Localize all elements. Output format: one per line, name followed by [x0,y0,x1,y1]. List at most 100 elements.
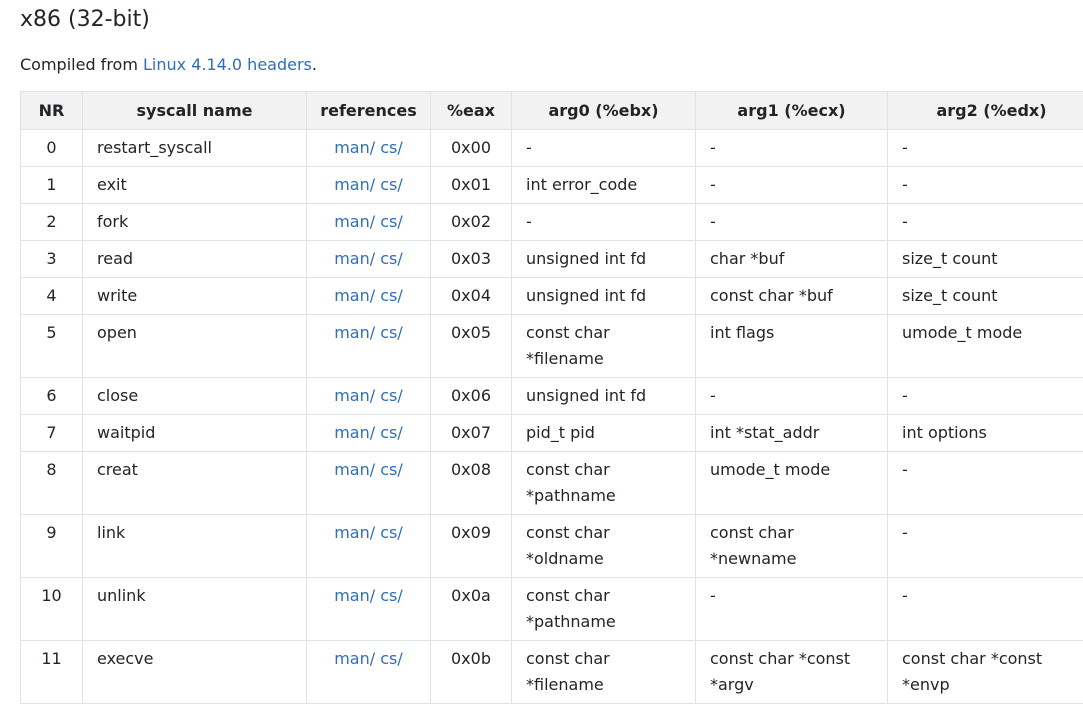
header-eax[interactable]: %eax [431,92,512,130]
cell-nr: 6 [21,378,83,415]
linux-headers-link[interactable]: Linux 4.14.0 headers [143,55,312,74]
cell-arg1: char *buf [696,241,888,278]
man-link[interactable]: man/ [334,212,375,231]
cell-syscall-name: restart_syscall [83,130,307,167]
table-header-row: NR syscall name references %eax arg0 (%e… [21,92,1083,130]
cs-link[interactable]: cs/ [380,249,403,268]
cell-arg1: int flags [696,315,888,378]
man-link[interactable]: man/ [334,649,375,668]
cs-link[interactable]: cs/ [380,523,403,542]
cell-arg2: - [888,578,1083,641]
cell-nr: 3 [21,241,83,278]
header-references[interactable]: references [307,92,431,130]
cell-references: man/ cs/ [307,167,431,204]
cell-references: man/ cs/ [307,241,431,278]
man-link[interactable]: man/ [334,323,375,342]
man-link[interactable]: man/ [334,138,375,157]
cell-syscall-name: waitpid [83,415,307,452]
man-link[interactable]: man/ [334,386,375,405]
cell-arg0: const char *filename [512,315,696,378]
cell-references: man/ cs/ [307,578,431,641]
cell-arg0: const char *pathname [512,452,696,515]
cell-syscall-name: read [83,241,307,278]
cell-arg2: - [888,452,1083,515]
man-link[interactable]: man/ [334,423,375,442]
cs-link[interactable]: cs/ [380,138,403,157]
cs-link[interactable]: cs/ [380,175,403,194]
cell-arg0: const char *pathname [512,578,696,641]
cell-references: man/ cs/ [307,641,431,704]
cell-nr: 5 [21,315,83,378]
cell-syscall-name: open [83,315,307,378]
header-arg1[interactable]: arg1 (%ecx) [696,92,888,130]
man-link[interactable]: man/ [334,249,375,268]
cell-nr: 7 [21,415,83,452]
cell-syscall-name: exit [83,167,307,204]
header-syscall-name[interactable]: syscall name [83,92,307,130]
cell-arg2: - [888,515,1083,578]
cell-eax: 0x00 [431,130,512,167]
cell-eax: 0x07 [431,415,512,452]
cell-syscall-name: fork [83,204,307,241]
syscall-table-container: NR syscall name references %eax arg0 (%e… [20,91,1083,704]
cs-link[interactable]: cs/ [380,586,403,605]
cell-arg0: unsigned int fd [512,378,696,415]
cell-eax: 0x09 [431,515,512,578]
man-link[interactable]: man/ [334,523,375,542]
cell-nr: 2 [21,204,83,241]
cell-references: man/ cs/ [307,315,431,378]
cell-arg1: const char *newname [696,515,888,578]
cell-syscall-name: creat [83,452,307,515]
intro-text: Compiled from Linux 4.14.0 headers. [20,53,317,77]
man-link[interactable]: man/ [334,175,375,194]
cell-arg2: - [888,378,1083,415]
cs-link[interactable]: cs/ [380,323,403,342]
cell-references: man/ cs/ [307,278,431,315]
cell-arg0: - [512,130,696,167]
cell-arg1: - [696,378,888,415]
cell-arg2: - [888,167,1083,204]
cell-eax: 0x0b [431,641,512,704]
cs-link[interactable]: cs/ [380,649,403,668]
cell-arg1: - [696,204,888,241]
cell-references: man/ cs/ [307,452,431,515]
man-link[interactable]: man/ [334,286,375,305]
cell-eax: 0x06 [431,378,512,415]
cell-references: man/ cs/ [307,415,431,452]
man-link[interactable]: man/ [334,460,375,479]
cs-link[interactable]: cs/ [380,386,403,405]
cs-link[interactable]: cs/ [380,286,403,305]
cell-arg2: size_t count [888,241,1083,278]
cs-link[interactable]: cs/ [380,423,403,442]
cell-eax: 0x03 [431,241,512,278]
cell-arg0: int error_code [512,167,696,204]
header-nr[interactable]: NR [21,92,83,130]
cell-syscall-name: write [83,278,307,315]
cs-link[interactable]: cs/ [380,460,403,479]
cell-arg1: - [696,130,888,167]
cell-eax: 0x0a [431,578,512,641]
cell-nr: 10 [21,578,83,641]
cell-syscall-name: close [83,378,307,415]
cell-eax: 0x08 [431,452,512,515]
intro-suffix: . [312,55,317,74]
cs-link[interactable]: cs/ [380,212,403,231]
cell-eax: 0x05 [431,315,512,378]
man-link[interactable]: man/ [334,586,375,605]
cell-arg0: - [512,204,696,241]
cell-nr: 1 [21,167,83,204]
cell-arg2: const char *const *envp [888,641,1083,704]
cell-arg2: - [888,204,1083,241]
cell-arg2: int options [888,415,1083,452]
header-arg0[interactable]: arg0 (%ebx) [512,92,696,130]
header-arg2[interactable]: arg2 (%edx) [888,92,1083,130]
